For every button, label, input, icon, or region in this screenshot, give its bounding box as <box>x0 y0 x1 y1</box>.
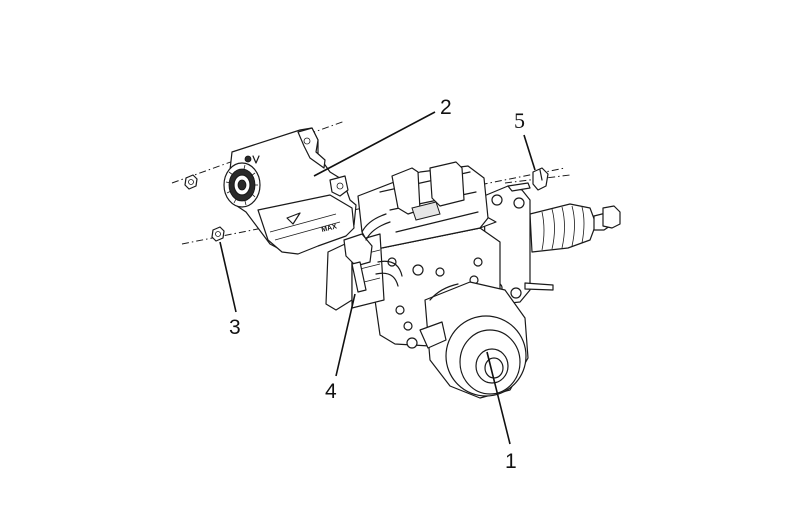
callout-3: 3 <box>229 316 241 339</box>
leader-lines <box>219 111 536 445</box>
leader-line-5 <box>523 134 536 171</box>
callout-4: 4 <box>325 380 337 403</box>
leader-line-3 <box>219 241 237 313</box>
callout-2: 2 <box>440 96 452 119</box>
leader-line-1 <box>486 351 511 445</box>
callout-1: 1 <box>505 450 517 473</box>
reservoir-max-label: MAX <box>321 223 338 234</box>
reservoir-part: MAX <box>223 127 357 255</box>
nut-part-3 <box>184 174 225 242</box>
abs-unit-part-1 <box>325 161 621 399</box>
callout-5: 5 <box>514 108 525 133</box>
leader-line-2 <box>313 111 436 177</box>
clip-part-5 <box>532 167 549 191</box>
leader-line-4 <box>335 293 356 377</box>
